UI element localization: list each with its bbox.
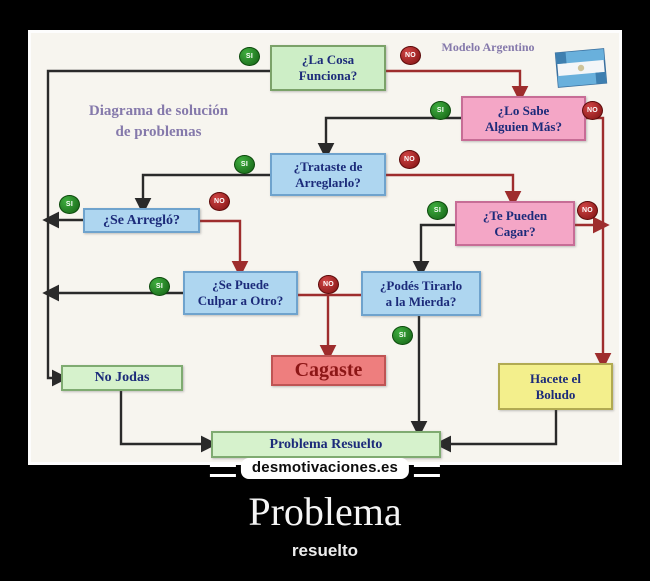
- node-podes-tirarlo-a-la-mierda: ¿Podés Tirarlo a la Mierda?: [361, 271, 481, 316]
- node-te-pueden-cagar: ¿Te Pueden Cagar?: [455, 201, 575, 246]
- edge-nojodas-out: [119, 391, 218, 453]
- node-culpar-line1: ¿Se Puede: [212, 277, 269, 293]
- node-te-pueden-line1: ¿Te Pueden: [482, 207, 548, 223]
- yes-badge-losabe: SI: [430, 101, 451, 120]
- poster-title: Problema: [248, 489, 402, 534]
- edge-funciona-no: [386, 69, 529, 103]
- node-hacete-line2: Boludo: [535, 386, 576, 402]
- node-trataste-line2: Arreglarlo?: [295, 174, 361, 190]
- node-cagaste-line1: Cagaste: [294, 359, 363, 382]
- yes-badge-trataste: SI: [234, 155, 255, 174]
- node-se-arreglo: ¿Se Arregló?: [83, 208, 200, 233]
- node-lo-sabe-line2: Alguien Más?: [485, 118, 562, 134]
- edge-losabe-si: [317, 116, 461, 160]
- node-culpar-line2: Culpar a Otro?: [197, 293, 284, 308]
- flowchart-image: Diagrama de solución de problemas Modelo…: [28, 30, 622, 465]
- node-trataste-line1: ¿Trataste de: [293, 158, 363, 174]
- node-no-jodas: No Jodas: [61, 365, 183, 391]
- node-la-cosa-funciona-line1: ¿La Cosa: [301, 52, 355, 68]
- yes-badge-funciona: SI: [239, 47, 260, 66]
- no-badge-searreglo: NO: [209, 192, 230, 211]
- diagram-heading-line1: Diagrama de solución: [88, 103, 229, 119]
- node-resuelto-line1: Problema Resuelto: [269, 436, 383, 452]
- node-lo-sabe-line1: ¿Lo Sabe: [497, 102, 550, 118]
- edge-searreglo-no: [200, 219, 249, 278]
- corner-label-text: Modelo Argentino: [441, 40, 535, 54]
- no-badge-funciona: NO: [400, 46, 421, 65]
- diagram-heading: Diagrama de solución de problemas: [71, 101, 246, 143]
- no-badge-culpar-podes: NO: [318, 275, 339, 294]
- flowchart-canvas: Diagrama de solución de problemas Modelo…: [31, 33, 619, 462]
- yes-badge-searreglo: SI: [59, 195, 80, 214]
- poster-subtitle: resuelto: [291, 541, 359, 560]
- no-badge-losabe: NO: [582, 101, 603, 120]
- diagram-heading-line2: de problemas: [115, 124, 202, 140]
- edge-trataste-si: [134, 173, 270, 215]
- node-problema-resuelto: Problema Resuelto: [211, 431, 441, 458]
- node-hacete-el-boludo: Hacete el Boludo: [498, 363, 613, 410]
- node-se-arreglo-line1: ¿Se Arregló?: [102, 212, 181, 228]
- no-badge-trataste: NO: [399, 150, 420, 169]
- node-hacete-line1: Hacete el: [530, 370, 581, 386]
- edge-trataste-no: [386, 173, 522, 208]
- node-podes-line1: ¿Podés Tirarlo: [379, 277, 463, 293]
- edge-hacete-out: [434, 410, 558, 453]
- no-badge-tepueden: NO: [577, 201, 598, 220]
- yes-badge-culpar: SI: [149, 277, 170, 296]
- watermark-ribbon: desmotivaciones.es: [209, 458, 441, 479]
- yes-badge-tepueden: SI: [427, 201, 448, 220]
- argentina-flag-icon: [554, 48, 608, 88]
- node-la-cosa-funciona-line2: Funciona?: [298, 68, 358, 83]
- node-podes-line2: a la Mierda?: [385, 293, 457, 309]
- node-te-pueden-line2: Cagar?: [494, 223, 536, 239]
- node-cagaste: Cagaste: [271, 355, 386, 386]
- node-no-jodas-line1: No Jodas: [94, 370, 150, 386]
- edge-tepueden-si: [412, 223, 455, 278]
- node-trataste-de-arreglarlo: ¿Trataste de Arreglarlo?: [270, 153, 386, 196]
- yes-badge-podes: SI: [392, 326, 413, 345]
- node-se-puede-culpar-a-otro: ¿Se Puede Culpar a Otro?: [183, 271, 298, 315]
- node-lo-sabe-alguien-mas: ¿Lo Sabe Alguien Más?: [461, 96, 586, 141]
- node-la-cosa-funciona: ¿La Cosa Funciona?: [270, 45, 386, 91]
- corner-label: Modelo Argentino: [423, 40, 553, 55]
